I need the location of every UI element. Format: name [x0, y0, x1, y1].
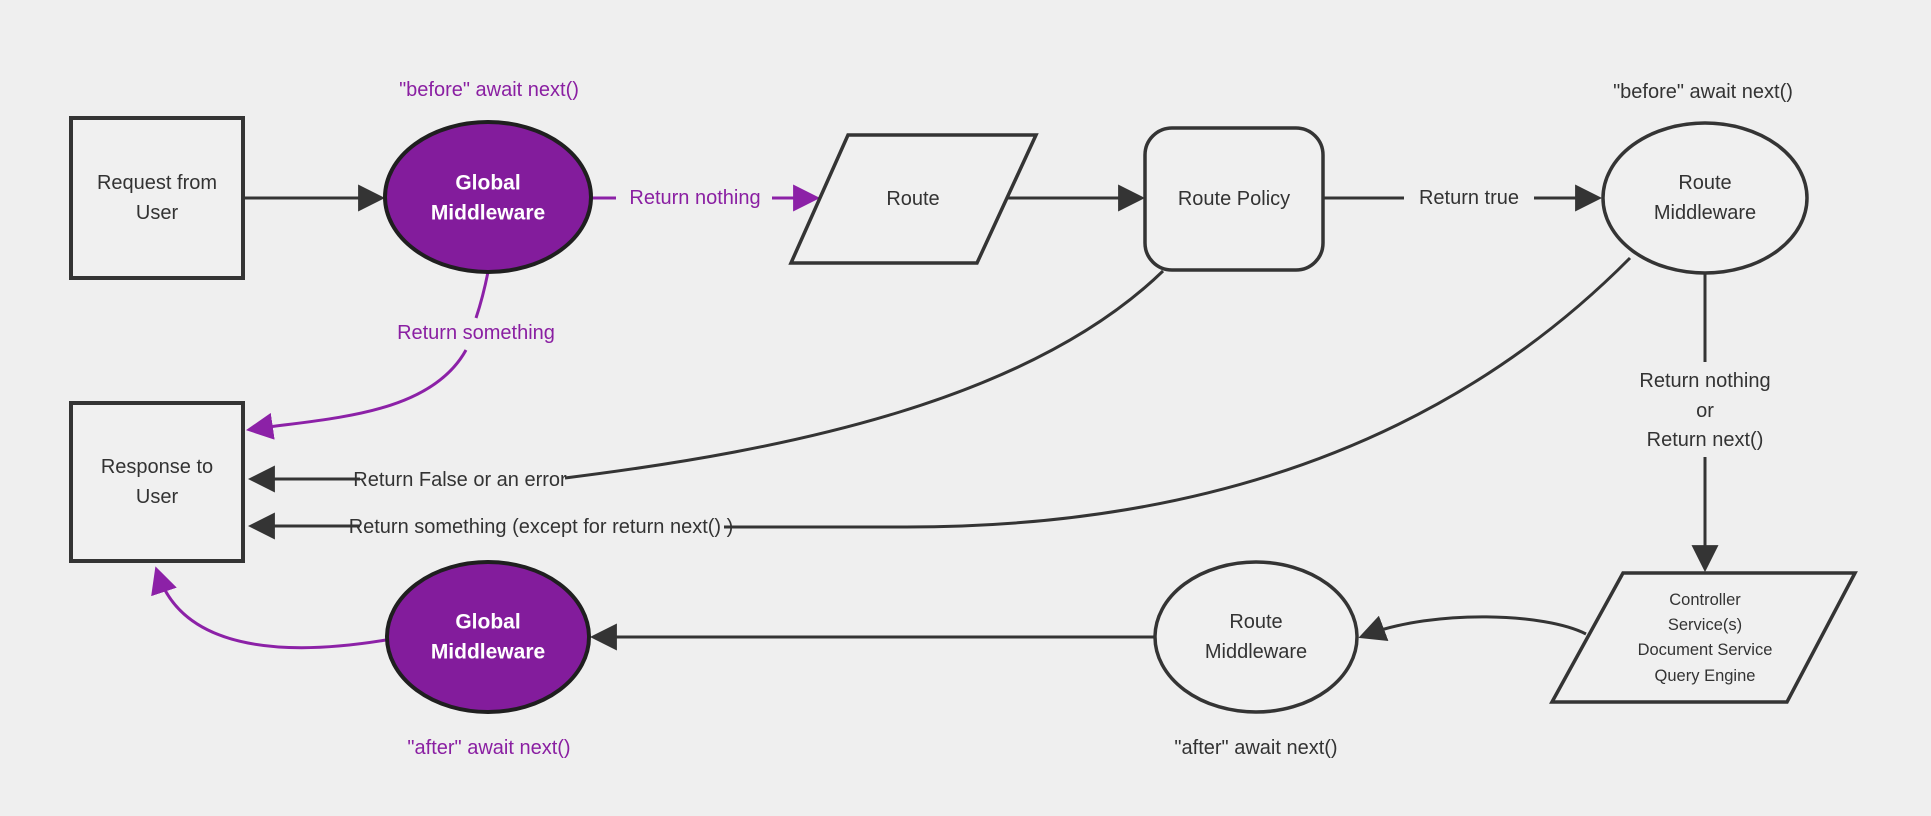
label-return-false-or-error: Return False or an error	[353, 469, 567, 491]
request-rect	[69, 116, 245, 280]
node-controller-services: Controller Service(s) Document Service Q…	[1549, 571, 1858, 704]
route-mw-bottom-label-line2: Middleware	[1205, 641, 1307, 663]
edge-global-mw-to-response-seg1	[474, 271, 490, 319]
route-policy-rect	[1143, 126, 1325, 272]
controller-label-line4: Query Engine	[1655, 667, 1756, 685]
route-policy-label: Route Policy	[1178, 188, 1290, 210]
node-global-middleware-top: Global Middleware	[383, 120, 593, 274]
edge-route-policy-to-response-curve	[564, 269, 1165, 480]
global-middleware-top-ellipse	[383, 120, 593, 274]
node-response-to-user: Response to User	[69, 401, 245, 563]
route-mw-bottom-label-line1: Route	[1229, 611, 1282, 633]
label-before-await-next-route: "before" await next()	[1613, 81, 1793, 103]
global-mw-bottom-label-line1: Global	[455, 611, 520, 634]
controller-label-line2: Service(s)	[1668, 616, 1742, 634]
label-return-nothing-or-line1: Return nothing	[1639, 370, 1770, 392]
global-middleware-bottom-ellipse	[385, 560, 591, 714]
global-mw-top-label-line2: Middleware	[431, 202, 545, 225]
request-label-line1: Request from	[97, 172, 217, 194]
response-rect	[69, 401, 245, 563]
route-middleware-bottom-ellipse	[1153, 560, 1359, 714]
route-mw-top-label-line2: Middleware	[1654, 202, 1756, 224]
label-after-await-next-global: "after" await next()	[407, 737, 570, 759]
node-route-middleware-bottom: Route Middleware	[1153, 560, 1359, 714]
label-return-true: Return true	[1419, 187, 1519, 209]
label-return-nothing: Return nothing	[629, 187, 760, 209]
label-return-something-except: Return something (except for return next…	[349, 516, 734, 538]
route-mw-top-label-line1: Route	[1678, 172, 1731, 194]
request-label-line2: User	[136, 202, 179, 224]
node-route-policy: Route Policy	[1143, 126, 1325, 272]
node-route: Route	[788, 133, 1039, 265]
controller-parallelogram	[1549, 571, 1858, 704]
node-global-middleware-bottom: Global Middleware	[385, 560, 591, 714]
controller-label-line3: Document Service	[1638, 641, 1773, 659]
global-mw-top-label-line1: Global	[455, 172, 520, 195]
route-middleware-top-ellipse	[1601, 121, 1809, 275]
edge-controller-to-route-mw-bottom	[1358, 615, 1587, 641]
label-return-nothing-or-line3: Return next()	[1647, 429, 1764, 451]
label-return-something: Return something	[397, 322, 555, 344]
controller-label-line1: Controller	[1669, 591, 1741, 609]
response-label-line2: User	[136, 486, 179, 508]
label-return-nothing-or-line2: or	[1696, 400, 1714, 422]
global-mw-bottom-label-line2: Middleware	[431, 641, 545, 664]
node-request-from-user: Request from User	[69, 116, 245, 280]
edge-route-mw-to-response-curve	[724, 256, 1632, 529]
node-route-middleware-top: Route Middleware	[1601, 121, 1809, 275]
label-after-await-next-route: "after" await next()	[1174, 737, 1337, 759]
route-label: Route	[886, 188, 939, 210]
route-parallelogram	[788, 133, 1039, 265]
label-before-await-next-global: "before" await next()	[399, 79, 579, 101]
edge-global-mw-bottom-to-response	[151, 566, 387, 650]
response-label-line1: Response to	[101, 456, 213, 478]
edge-global-mw-to-response-seg2	[245, 349, 468, 440]
